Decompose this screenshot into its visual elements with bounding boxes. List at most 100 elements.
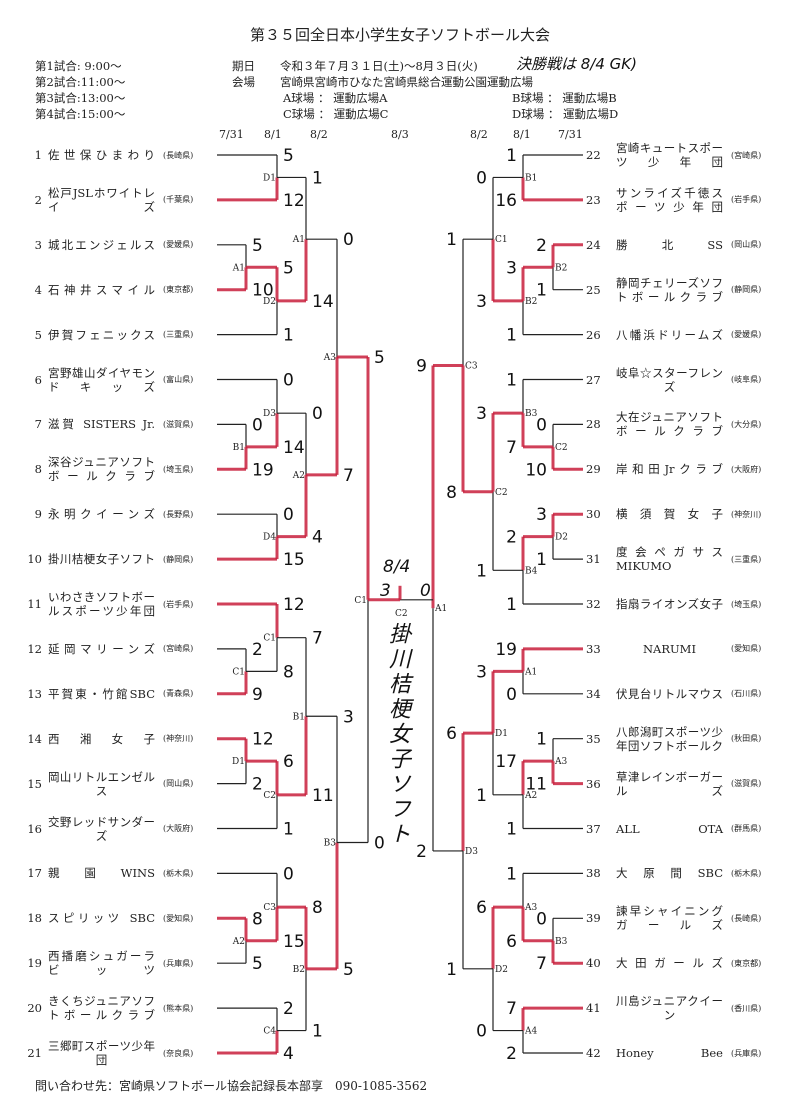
match-score: 5 bbox=[283, 146, 294, 166]
team-name-line: 永明クイーンズ bbox=[48, 507, 155, 522]
court-label: B1 bbox=[525, 173, 537, 183]
team-name: 横須賀女子 bbox=[616, 507, 723, 521]
team-name-line: ン bbox=[663, 1008, 676, 1023]
team-prefecture: (愛媛県) bbox=[163, 240, 194, 250]
match-score: 7 bbox=[506, 438, 517, 458]
team-name-line: ガールズ bbox=[616, 918, 723, 933]
team-number: 6 bbox=[34, 372, 42, 387]
team-name-line: 岡山リトルエンゼル bbox=[48, 769, 155, 784]
match-score: 12 bbox=[252, 730, 274, 750]
team-name: 西湘女子 bbox=[48, 732, 155, 746]
team-number: 39 bbox=[586, 911, 601, 926]
court-a: A球場 ： 運動広場A bbox=[283, 91, 388, 105]
team-prefecture: (東京都) bbox=[731, 958, 762, 968]
team-number: 31 bbox=[586, 552, 601, 567]
match-score: 2 bbox=[506, 1044, 517, 1064]
team-prefecture: (長崎県) bbox=[731, 913, 762, 923]
court-label: C3 bbox=[263, 903, 276, 913]
team-prefecture: (滋賀県) bbox=[731, 779, 762, 789]
court-label: C2 bbox=[495, 488, 508, 498]
team-name: 勝 北 SS bbox=[616, 238, 723, 252]
team-name: 静岡チェリーズソフトボールクラブ bbox=[616, 276, 723, 304]
match-score: 5 bbox=[374, 348, 385, 368]
match-score: 1 bbox=[506, 820, 517, 840]
team-name-line: 川島ジュニアクイー bbox=[616, 994, 723, 1009]
team-prefecture: (神奈川) bbox=[163, 734, 194, 744]
team-name: 城北エンジェルス bbox=[48, 238, 155, 252]
court-label: C1 bbox=[354, 596, 367, 606]
team-number: 17 bbox=[27, 866, 42, 881]
team-name-line: ツ少年団 bbox=[616, 155, 723, 169]
team-name: 大在ジュニアソフトボールクラブ bbox=[616, 410, 723, 438]
match-score: 17 bbox=[495, 752, 517, 772]
team-name: 八郎潟町スポーツ少年団ソフトボールク bbox=[616, 725, 723, 753]
court-label: D2 bbox=[555, 533, 568, 543]
team-number: 7 bbox=[34, 417, 42, 432]
team-prefecture: (兵庫県) bbox=[731, 1048, 762, 1058]
team-name: ALL OTA bbox=[616, 822, 723, 836]
match-score: 2 bbox=[536, 236, 547, 256]
match-score: 19 bbox=[252, 460, 274, 480]
match-score: 6 bbox=[446, 724, 457, 744]
team-number: 22 bbox=[586, 148, 601, 162]
team-prefecture: (香川県) bbox=[731, 1003, 762, 1013]
court-label: D1 bbox=[495, 729, 508, 739]
court-label: C4 bbox=[263, 1027, 276, 1037]
team-name-line: スピリッツ SBC bbox=[48, 911, 155, 926]
team-name-line: ルズ bbox=[616, 783, 723, 798]
team-name-line: 草津レインボーガー bbox=[616, 769, 723, 784]
team-name-line: 八幡浜ドリームズ bbox=[616, 327, 723, 342]
match-score: 2 bbox=[252, 640, 263, 660]
match-score: 11 bbox=[312, 786, 334, 806]
team-prefecture: (岩手県) bbox=[163, 599, 194, 609]
team-name-line: ボールクラブ bbox=[48, 469, 155, 484]
team-prefecture: (宮崎県) bbox=[163, 644, 194, 654]
match-score: 11 bbox=[525, 775, 547, 795]
team-name-line: 宮崎キュートスポー bbox=[616, 141, 723, 155]
match-score: 3 bbox=[476, 404, 487, 424]
team-prefecture: (岡山県) bbox=[163, 779, 194, 789]
match-score: 9 bbox=[252, 685, 263, 705]
court-label: A2 bbox=[292, 471, 305, 481]
team-number: 33 bbox=[586, 641, 601, 656]
match-score: 0 bbox=[312, 404, 323, 424]
team-prefecture: (栃木県) bbox=[731, 868, 762, 878]
team-number: 19 bbox=[27, 956, 42, 971]
match-score: 12 bbox=[283, 191, 305, 211]
match-score: 0 bbox=[374, 834, 385, 854]
match-score: 10 bbox=[525, 460, 547, 480]
team-prefecture: (愛知県) bbox=[163, 913, 194, 923]
match-score: 0 bbox=[536, 415, 547, 435]
team-name-line: きくちジュニアソフ bbox=[48, 994, 155, 1009]
team-name-line: 大 原 間 SBC bbox=[616, 866, 723, 881]
team-prefecture: (兵庫県) bbox=[163, 958, 194, 968]
match-score: 15 bbox=[283, 550, 305, 570]
match-score: 1 bbox=[283, 326, 294, 346]
team-name: 松戸JSLホワイトレイズ bbox=[48, 186, 155, 214]
team-name: スピリッツ SBC bbox=[48, 911, 155, 925]
match-score: 6 bbox=[283, 752, 294, 772]
schedule-game-1: 第1試合: 9:00～ bbox=[35, 59, 122, 73]
team-name-line: 伊賀フェニックス bbox=[48, 327, 155, 342]
team-number: 30 bbox=[586, 507, 601, 522]
team-prefecture: (静岡県) bbox=[163, 554, 194, 564]
team-number: 36 bbox=[586, 776, 601, 791]
team-name-line: 大田ガールズ bbox=[616, 956, 723, 971]
team-name-line: 滋賀 SISTERS Jr. bbox=[48, 417, 155, 432]
